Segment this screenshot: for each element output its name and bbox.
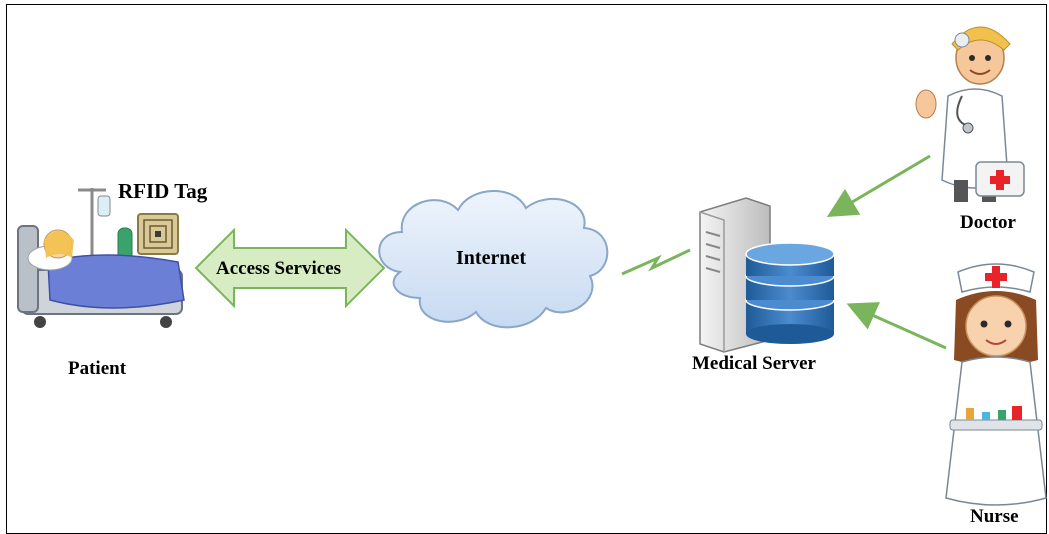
nurse-label: Nurse bbox=[970, 506, 1019, 527]
doctor-label: Doctor bbox=[960, 212, 1016, 233]
doctor-to-server-arrow bbox=[826, 154, 931, 218]
rfid-tag-label: RFID Tag bbox=[118, 179, 208, 203]
doctor-icon bbox=[915, 26, 1025, 202]
rfid-tag-icon bbox=[137, 213, 179, 255]
medical-server-label: Medical Server bbox=[692, 353, 816, 374]
database-icon bbox=[745, 242, 835, 344]
internet-label: Internet bbox=[456, 247, 526, 269]
access-services-label: Access Services bbox=[216, 258, 342, 279]
wireless-link bbox=[621, 248, 691, 276]
cloud-icon bbox=[378, 190, 609, 329]
nurse-icon bbox=[945, 263, 1047, 506]
access-services-arrow bbox=[194, 227, 386, 309]
nurse-to-server-arrow bbox=[846, 302, 947, 350]
patient-label: Patient bbox=[68, 358, 127, 379]
patient-bed-icon bbox=[17, 188, 185, 328]
